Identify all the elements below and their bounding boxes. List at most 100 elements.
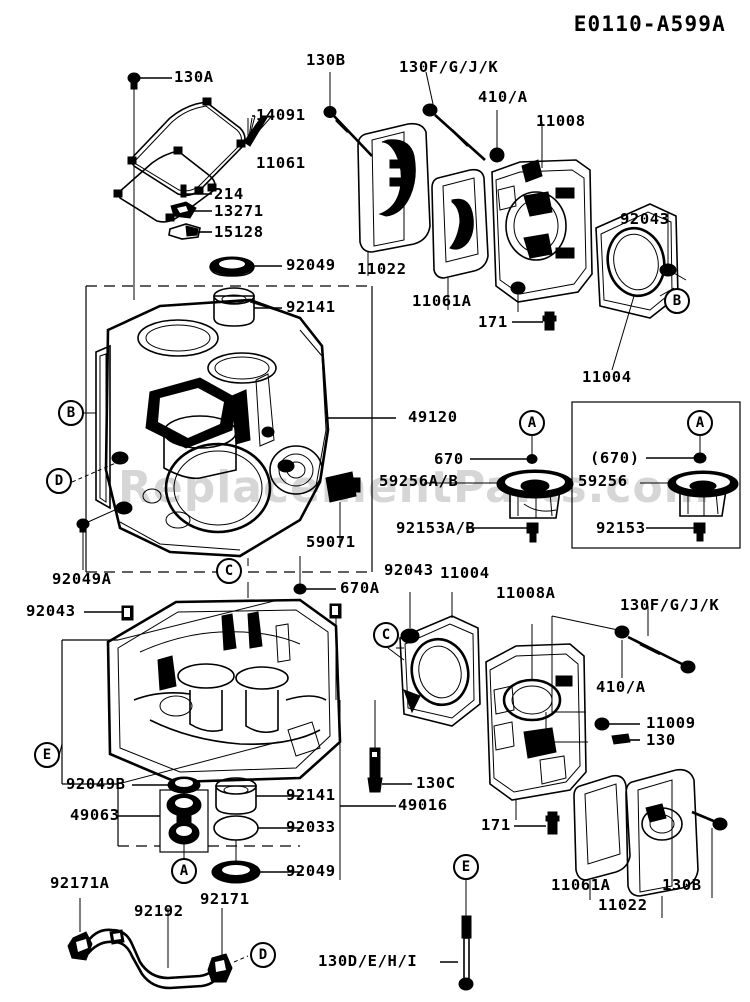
bubble-E-lower-left[interactable]: E (34, 742, 60, 768)
part-410A-washer-bottom (551, 615, 623, 713)
part-59071-gear (325, 471, 361, 548)
label-59256: 59256 (578, 472, 628, 490)
label-92043-top: 92043 (620, 210, 670, 228)
part-15128-clip (168, 223, 212, 240)
label-130A: 130A (174, 68, 214, 86)
part-130-bolt (611, 733, 640, 745)
label-92049B: 92049B (66, 775, 126, 793)
bubble-B-upper-right[interactable]: B (664, 288, 690, 314)
label-49016: 49016 (398, 796, 448, 814)
part-11008-cylinder-head-top (491, 122, 593, 312)
label-11008: 11008 (536, 112, 586, 130)
label-214: 214 (214, 185, 244, 203)
part-59256AB-fan (424, 469, 574, 519)
pan-dowels (84, 603, 342, 700)
part-92171A-clamp (67, 898, 93, 961)
part-92192-hose (84, 908, 222, 990)
part-59256-fan (640, 470, 739, 517)
label-13271: 13271 (214, 202, 264, 220)
label-15128: 15128 (214, 223, 264, 241)
part-92049-seal-bottom (211, 860, 302, 884)
bubble-E-bottom[interactable]: E (453, 854, 479, 880)
label-670-box: (670) (590, 449, 640, 467)
part-11008A-cylinder-head (485, 624, 587, 820)
label-11008A: 11008A (496, 584, 556, 602)
bubble-C-center[interactable]: C (216, 558, 242, 584)
part-11061A-gasket-bottom (573, 774, 631, 900)
label-59071: 59071 (306, 533, 356, 551)
label-130: 130 (646, 731, 676, 749)
part-hose-clamp-mid (109, 929, 125, 945)
bubble-B-left[interactable]: B (58, 400, 84, 426)
bubble-A-mid[interactable]: A (519, 410, 545, 436)
part-49120-crankcase (95, 298, 330, 558)
part-92141-collar-bottom (215, 777, 302, 815)
part-11009-bolt (545, 712, 640, 743)
label-670A: 670A (340, 579, 380, 597)
label-92049A: 92049A (52, 570, 112, 588)
label-59256AB: 59256A/B (379, 472, 459, 490)
part-92049-oil-seal-top (209, 256, 282, 277)
label-130B-top: 130B (306, 51, 346, 69)
label-11004-bottom: 11004 (440, 564, 490, 582)
label-92153AB: 92153A/B (396, 519, 476, 537)
label-14091: 14091 (256, 106, 306, 124)
label-11022-top: 11022 (357, 260, 407, 278)
part-130B-bolt-top (323, 72, 373, 157)
label-130FGJK-bottom: 130F/G/J/K (620, 596, 720, 614)
label-410A-top: 410/A (478, 88, 528, 106)
part-92049B-seal (132, 776, 201, 794)
part-92049A-bolt (76, 504, 127, 570)
label-49120: 49120 (408, 408, 458, 426)
label-92153: 92153 (596, 519, 646, 537)
label-92141-bottom: 92141 (286, 786, 336, 804)
label-11061A-top: 11061A (412, 292, 472, 310)
part-171-stud-bottom (514, 811, 560, 835)
part-171-stud-top (512, 311, 557, 331)
label-92043-center: 92043 (384, 561, 434, 579)
label-670: 670 (434, 450, 464, 468)
label-92192: 92192 (134, 902, 184, 920)
label-92049-top: 92049 (286, 256, 336, 274)
label-92049-bottom: 92049 (286, 862, 336, 880)
part-92171-clamp (207, 908, 249, 983)
part-14091-cover (127, 97, 269, 197)
label-171-bottom: 171 (481, 816, 511, 834)
diagram-title: E0110-A599A (573, 12, 726, 36)
label-49063: 49063 (70, 806, 120, 824)
part-130FGJK-bolt-top (422, 71, 486, 161)
part-92153AB-bolt (466, 522, 539, 543)
part-130B-bolt-bottom (691, 810, 728, 898)
part-130FGJK-bolt-bottom (614, 606, 696, 674)
part-670A-bolt (293, 556, 336, 595)
part-13271-plate (170, 201, 212, 219)
part-11061-gasket (113, 146, 217, 223)
part-11061A-gasket-top (431, 168, 489, 310)
label-92171A: 92171A (50, 874, 110, 892)
label-11009: 11009 (646, 714, 696, 732)
part-130DEHI-bolt (440, 898, 474, 991)
part-11022-cover-bottom (625, 768, 699, 918)
label-92171: 92171 (200, 890, 250, 908)
part-49016-oil-pan (106, 598, 342, 784)
part-11004-gasket-bottom (387, 592, 481, 727)
bubble-C-lower[interactable]: C (373, 622, 399, 648)
part-92153-bolt (646, 522, 706, 542)
label-11022-bottom: 11022 (598, 896, 648, 914)
part-214-pin (180, 184, 212, 198)
part-130A-bolt (127, 72, 172, 300)
alt-variant-box (571, 401, 741, 549)
bubble-A-box[interactable]: A (687, 410, 713, 436)
bubble-D-bottom[interactable]: D (250, 942, 276, 968)
bubble-D-left[interactable]: D (46, 468, 72, 494)
bubble-A-lower[interactable]: A (171, 858, 197, 884)
label-130DEHI: 130D/E/H/I (318, 952, 418, 970)
label-410A-bottom: 410/A (596, 678, 646, 696)
label-11061: 11061 (256, 154, 306, 172)
label-11061A-bottom: 11061A (551, 876, 611, 894)
part-410A-washer-top (489, 110, 505, 163)
label-92043-left: 92043 (26, 602, 76, 620)
label-92033: 92033 (286, 818, 336, 836)
